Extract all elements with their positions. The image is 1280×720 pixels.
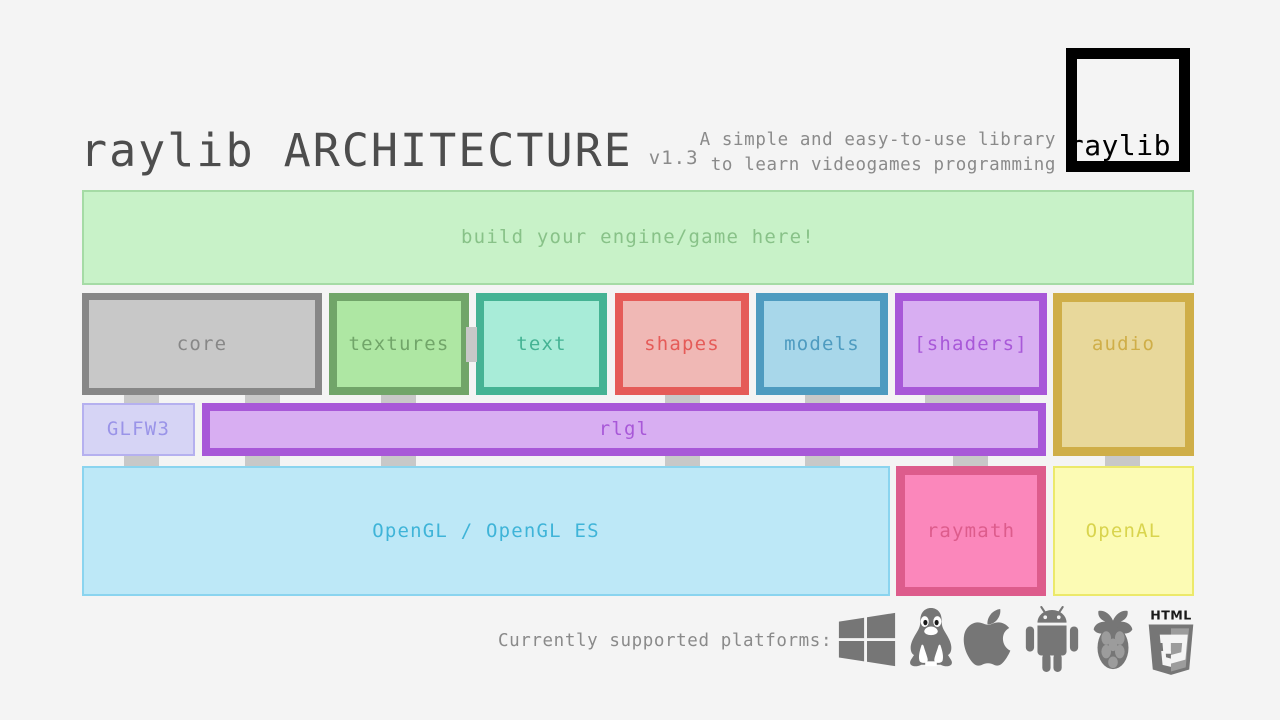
module-shapes: shapes — [615, 293, 749, 395]
page-title-text: raylib ARCHITECTURE — [80, 124, 633, 177]
layer-openal: OpenAL — [1053, 466, 1194, 596]
connector-tab — [665, 456, 700, 468]
module-core: core — [82, 293, 322, 395]
module-audio: audio — [1053, 293, 1194, 456]
version-label: v1.3 — [648, 147, 699, 169]
svg-text:HTML: HTML — [1150, 608, 1192, 623]
module-shaders-label: [shaders] — [914, 332, 1028, 355]
android-icon — [1021, 604, 1083, 676]
layer-opengl: OpenGL / OpenGL ES — [82, 466, 890, 596]
user-layer-label: build your engine/game here! — [461, 226, 815, 248]
module-models-label: models — [784, 332, 860, 355]
module-shaders: [shaders] — [895, 293, 1047, 395]
connector-tab — [381, 456, 416, 468]
platforms-row: Currently supported platforms: — [0, 604, 1280, 680]
module-textures: textures — [329, 293, 469, 395]
module-models: models — [756, 293, 888, 395]
module-core-label: core — [176, 332, 228, 355]
module-text-label: text — [516, 332, 567, 355]
raspberry-pi-icon — [1082, 604, 1144, 676]
module-text: text — [476, 293, 607, 395]
layer-opengl-label: OpenGL / OpenGL ES — [372, 519, 600, 542]
user-layer-block: build your engine/game here! — [82, 190, 1194, 285]
layer-rlgl: rlgl — [202, 403, 1046, 456]
platforms-label: Currently supported platforms: — [498, 631, 833, 651]
module-audio-label: audio — [1091, 333, 1156, 355]
raylib-logo: raylib — [1066, 48, 1190, 172]
connector-tab — [124, 456, 159, 468]
apple-icon — [960, 604, 1022, 676]
windows-icon — [836, 604, 898, 676]
module-shapes-label: shapes — [644, 332, 720, 355]
layer-raymath-label: raymath — [926, 519, 1016, 542]
layer-openal-label: OpenAL — [1085, 519, 1162, 542]
connector-tab — [953, 456, 988, 468]
layer-glfw3-label: GLFW3 — [106, 418, 171, 440]
layer-raymath: raymath — [896, 466, 1046, 596]
raylib-logo-text: raylib — [1066, 129, 1171, 162]
linux-tux-icon — [900, 604, 962, 676]
layer-rlgl-label: rlgl — [598, 418, 650, 440]
tagline-line-2: to learn videogames programming — [710, 155, 1056, 175]
module-textures-label: textures — [348, 332, 450, 355]
connector-tab-horizontal — [466, 327, 477, 362]
connector-tab — [1105, 456, 1140, 468]
tagline-line-1: A simple and easy-to-use library — [699, 130, 1056, 150]
connector-tab — [805, 456, 840, 468]
tagline: A simple and easy-to-use library to lear… — [700, 128, 1056, 178]
layer-glfw3: GLFW3 — [82, 403, 195, 456]
html5-icon: HTML — [1140, 604, 1202, 676]
connector-tab — [245, 456, 280, 468]
